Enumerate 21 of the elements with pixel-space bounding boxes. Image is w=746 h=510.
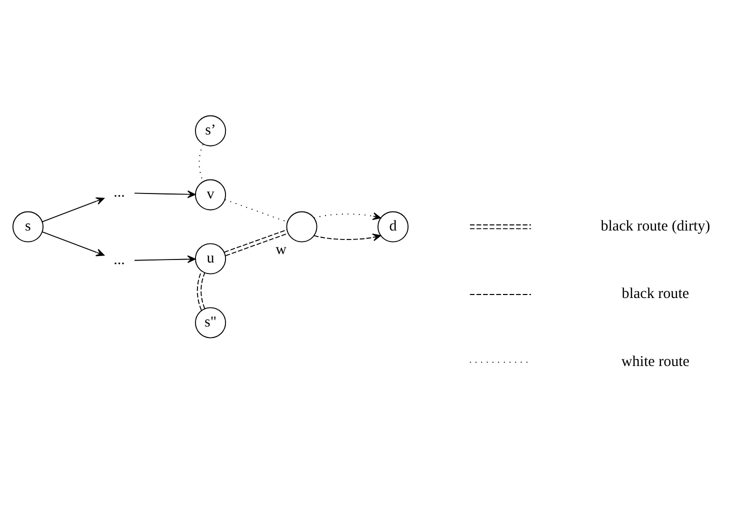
arrow [134, 255, 196, 264]
node-label: w [276, 242, 287, 258]
legend-label: black route (dirty) [600, 218, 710, 234]
node-text: ... [114, 252, 125, 268]
node-text: ... [114, 184, 125, 200]
legend-label: black route [622, 286, 690, 302]
arrow [314, 234, 382, 242]
arrow [314, 212, 382, 220]
arrow [42, 231, 104, 256]
node-circle: v [194, 179, 226, 210]
node-circle [286, 211, 318, 242]
node-circle: s" [194, 307, 226, 338]
legend-label: white route [621, 354, 690, 370]
node-circle: d [378, 211, 409, 242]
node-circle: u [194, 243, 226, 274]
node-circle: s’ [194, 115, 226, 146]
connector [196, 271, 206, 311]
arrow [42, 197, 104, 222]
node-circle: s [12, 211, 44, 242]
connector [224, 229, 289, 256]
arrow [134, 190, 196, 198]
